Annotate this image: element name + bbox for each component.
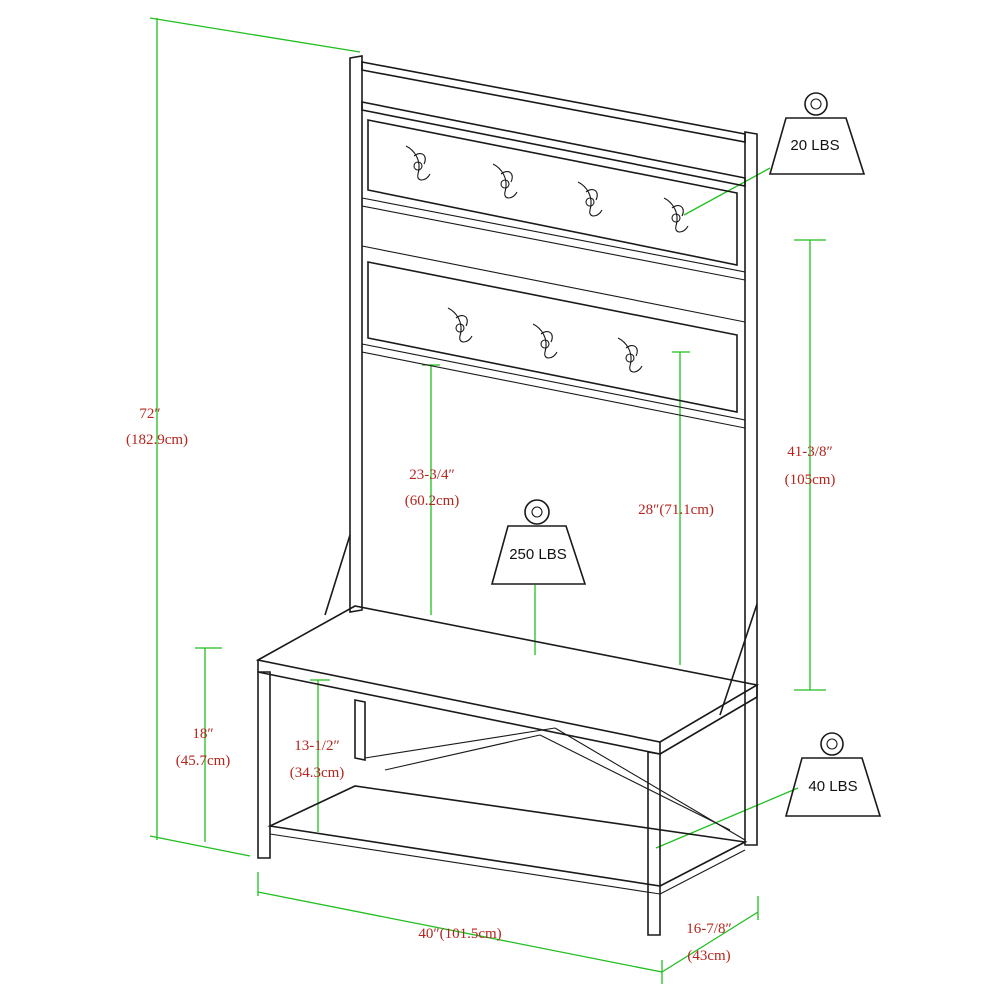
- weight-hooks: 20 LBS: [768, 92, 866, 175]
- hook-icon: [405, 145, 431, 181]
- weight-label-shelf: 40 LBS: [808, 778, 857, 795]
- hook-icon: [532, 323, 558, 359]
- dim-depth-in: 16-7/8″: [686, 921, 731, 937]
- dim-seat-cm: (45.7cm): [176, 753, 231, 769]
- weight-icon: [784, 732, 882, 817]
- dim-back-in: 41-3/8″: [787, 444, 832, 460]
- dim-depth-cm: (43cm): [687, 948, 730, 964]
- weight-shelf: 40 LBS: [784, 732, 882, 817]
- dim-shelf-in: 13-1/2″: [294, 738, 339, 754]
- dim-back-cm: (105cm): [785, 472, 836, 488]
- dimension-labels: 72″ (182.9cm) 23-3/4″ (60.2cm) 28″(71.1c…: [126, 406, 835, 964]
- weight-bench: 250 LBS: [490, 499, 587, 585]
- dim-width: 40″(101.5cm): [418, 926, 501, 942]
- weight-icon: [490, 499, 587, 585]
- hook-icon: [577, 181, 603, 217]
- weight-label-bench: 250 LBS: [509, 546, 567, 563]
- weight-icon: [768, 92, 866, 175]
- dim-hook-floor: 28″(71.1cm): [638, 502, 714, 518]
- dim-height-cm: (182.9cm): [126, 432, 188, 448]
- weight-label-hooks: 20 LBS: [790, 137, 839, 154]
- dimension-lines: [149, 17, 826, 984]
- hook-icon: [447, 307, 473, 343]
- hook-icon: [617, 337, 643, 373]
- hall-tree-frame: [255, 55, 760, 936]
- dim-shelf-cm: (34.3cm): [290, 765, 345, 781]
- hook-icon: [492, 163, 518, 199]
- dim-seat-in: 18″: [192, 726, 213, 742]
- dim-hook-seat-in: 23-3/4″: [409, 467, 454, 483]
- coat-hooks: [405, 145, 689, 373]
- hook-icon: [663, 197, 689, 233]
- dim-hook-seat-cm: (60.2cm): [405, 493, 460, 509]
- dim-height-in: 72″: [139, 406, 160, 422]
